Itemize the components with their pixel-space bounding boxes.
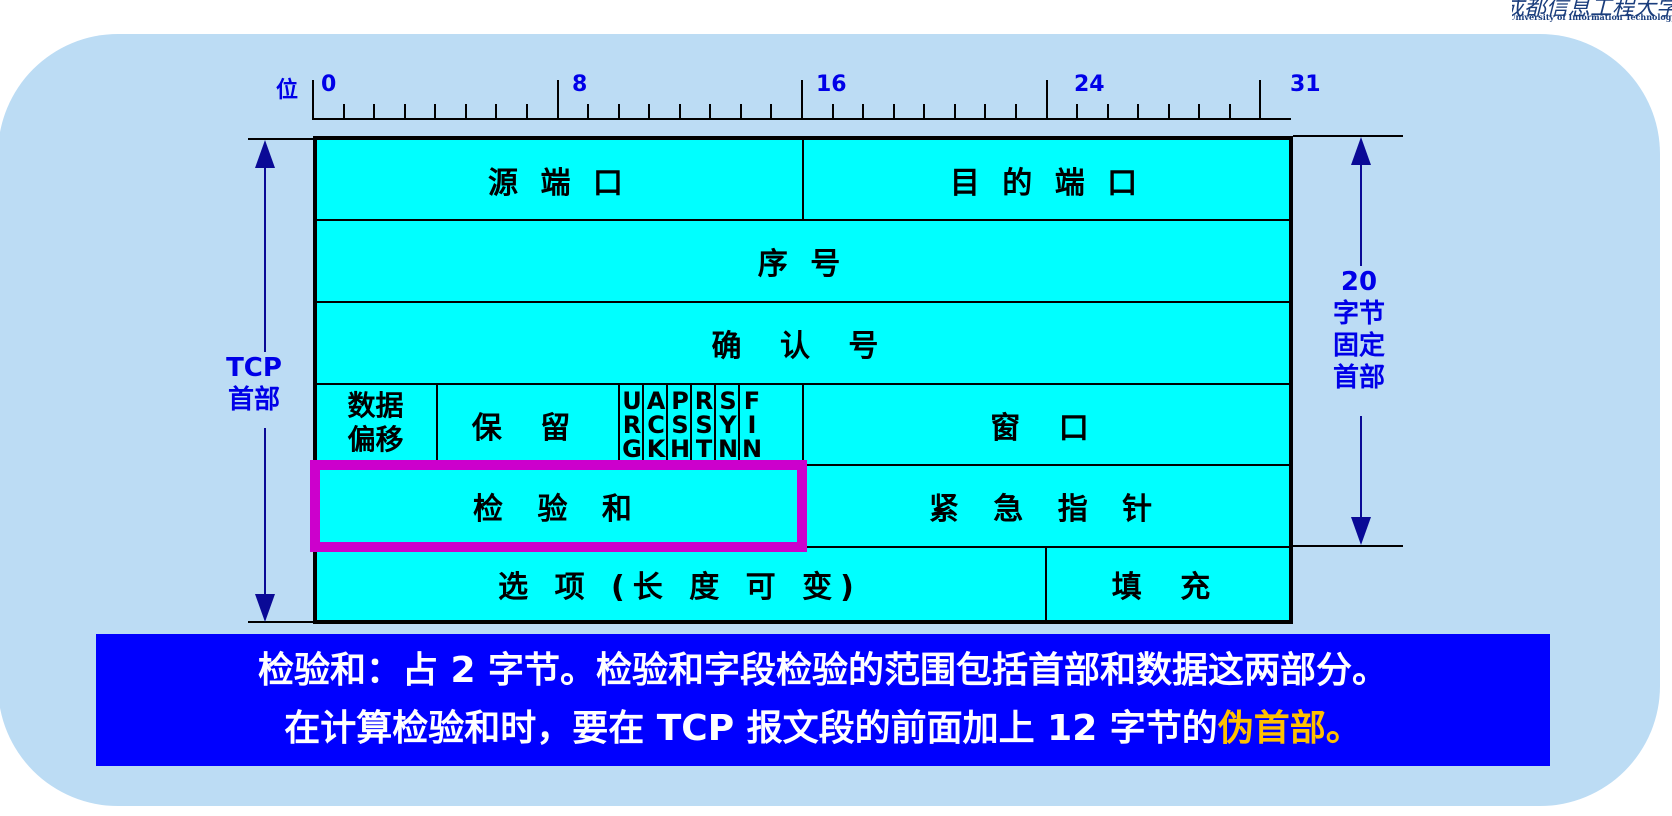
fixed-header-label-line1: 20: [1340, 267, 1378, 297]
offset-divider: [436, 383, 438, 465]
ruler-minor-tick: [923, 104, 926, 120]
ruler-mark-0: 0: [321, 72, 337, 97]
ruler-minor-tick: [342, 104, 345, 120]
ruler-minor-tick: [1137, 104, 1140, 120]
fixed-header-label: 20 字节 固定 首部: [1312, 266, 1406, 416]
ruler-minor-tick: [1198, 104, 1201, 120]
ruler-minor-tick: [617, 104, 620, 120]
ruler-minor-tick: [709, 104, 712, 120]
ruler-minor-tick: [1228, 104, 1231, 120]
flag-divider-3: [690, 383, 692, 465]
ruler-minor-tick: [587, 104, 590, 120]
ruler-minor-tick: [770, 104, 773, 120]
urgent-pointer-field: 紧 急 指 针: [928, 492, 1165, 527]
right-arrow-up-icon: [1351, 137, 1371, 165]
ruler-minor-tick: [678, 104, 681, 120]
logo-english-name: Chengdu University of Information Techno…: [1512, 12, 1672, 22]
left-bottom-guide: [248, 621, 314, 623]
tcp-header-label-line1: TCP: [226, 353, 282, 383]
ruler-mark-31: 31: [1290, 72, 1321, 97]
ack-number-field: 确 认 号: [711, 329, 893, 364]
ruler-minor-tick: [1076, 104, 1079, 120]
padding-field: 填 充: [1111, 570, 1225, 605]
pseudo-header-highlight: 伪首部。: [1217, 708, 1362, 749]
right-arrow-down-icon: [1351, 517, 1371, 545]
sequence-number-field: 序 号: [757, 247, 847, 282]
fixed-header-label-line3: 固定: [1332, 331, 1385, 361]
ruler-minor-tick: [434, 104, 437, 120]
ruler-major-tick: [556, 80, 559, 120]
reserved-divider: [618, 383, 620, 465]
left-arrow-down-icon: [255, 594, 275, 622]
flag-divider-2: [666, 383, 668, 465]
flag-divider-5: [738, 383, 740, 465]
row-divider-1: [313, 219, 1293, 221]
checksum-highlight-box: [310, 460, 807, 552]
reserved-field: 保 留: [471, 410, 585, 446]
left-top-guide: [248, 138, 314, 140]
ruler-major-tick: [801, 80, 803, 120]
ruler-mark-8: 8: [572, 72, 588, 97]
left-arrow-up-icon: [255, 140, 275, 168]
data-offset-field: 数据 偏移: [347, 389, 404, 456]
ruler-unit-label: 位: [276, 78, 299, 103]
ruler-minor-tick: [525, 104, 528, 120]
flag-divider-1: [642, 383, 644, 465]
window-field: 窗 口: [990, 410, 1103, 446]
ruler-minor-tick: [403, 104, 406, 120]
ruler-minor-tick: [648, 104, 651, 120]
checksum-field: 检 验 和: [473, 492, 644, 527]
ruler-major-tick: [312, 80, 314, 120]
ruler-minor-tick: [1167, 104, 1170, 120]
source-port-field: 源 端 口: [488, 165, 629, 201]
banner-line-2-text: 在计算检验和时，要在 TCP 报文段的前面加上 12 字节的: [284, 708, 1218, 749]
ruler-mark-16: 16: [816, 72, 847, 97]
options-field: 选 项 (长 度 可 变): [498, 570, 862, 605]
dest-port-field: 目 的 端 口: [949, 165, 1144, 201]
ruler-minor-tick: [1106, 104, 1109, 120]
row-divider-2: [313, 301, 1293, 303]
ruler-minor-tick: [862, 104, 865, 120]
ruler-mark-24: 24: [1074, 72, 1105, 97]
ruler-minor-tick: [495, 104, 498, 120]
banner-line-2: 在计算检验和时，要在 TCP 报文段的前面加上 12 字节的伪首部。: [96, 700, 1550, 758]
ruler-major-tick: [1045, 80, 1048, 120]
right-top-guide: [1293, 135, 1403, 137]
ruler-minor-tick: [953, 104, 956, 120]
ruler-minor-tick: [1014, 104, 1017, 120]
ruler-minor-tick: [831, 104, 834, 120]
ruler-minor-tick: [984, 104, 987, 120]
padding-divider: [1045, 546, 1047, 624]
fixed-header-label-line4: 首部: [1332, 363, 1385, 393]
tcp-header-label: TCP 首部: [204, 352, 304, 428]
logo-chinese-name: 成都信息工程大学: [1512, 0, 1672, 21]
right-bottom-guide: [1293, 545, 1403, 547]
ruler-major-tick: [1259, 80, 1262, 120]
ruler-minor-tick: [892, 104, 895, 120]
port-divider: [802, 136, 804, 220]
university-logo: 成都信息工程大学 Chengdu University of Informati…: [1512, 0, 1672, 24]
fixed-header-label-line2: 字节: [1332, 299, 1385, 329]
banner-line-1: 检验和：占 2 字节。检验和字段检验的范围包括首部和数据这两部分。: [257, 650, 1389, 691]
ruler-minor-tick: [464, 104, 467, 120]
ruler-minor-tick: [739, 104, 742, 120]
explanation-banner: 检验和：占 2 字节。检验和字段检验的范围包括首部和数据这两部分。 在计算检验和…: [96, 634, 1550, 766]
flag-divider-4: [714, 383, 716, 465]
tcp-header-label-line2: 首部: [227, 385, 280, 415]
ruler-minor-tick: [373, 104, 376, 120]
